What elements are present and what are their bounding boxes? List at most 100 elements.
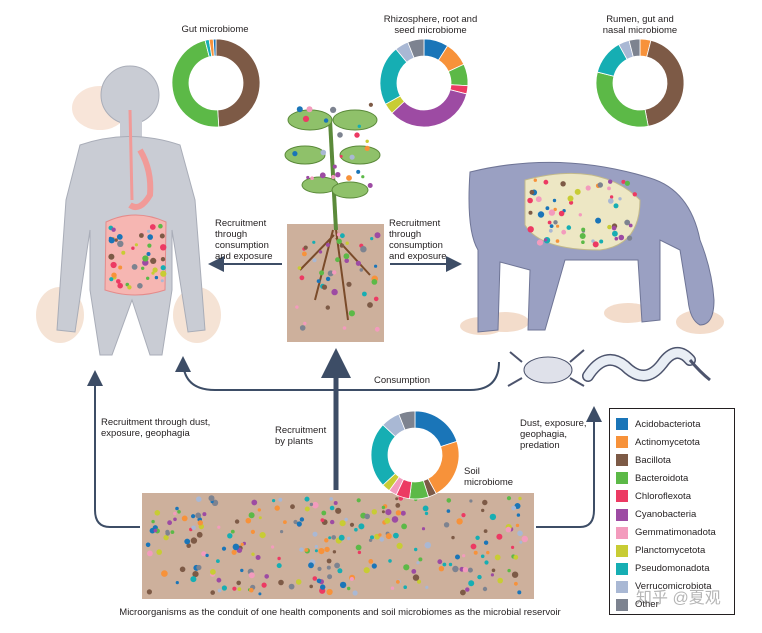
microbe-dot	[336, 232, 341, 237]
microbe-dot	[181, 515, 188, 522]
microbe-dot	[343, 253, 350, 260]
arrow-soil-to-human	[87, 370, 140, 528]
microbe-dot	[489, 513, 497, 521]
microbe-dot	[308, 562, 314, 569]
donut-slice	[414, 410, 458, 448]
microbe-dot	[167, 520, 173, 526]
microbe-dot	[355, 260, 361, 266]
microbe-dot	[536, 239, 544, 246]
microbe-dot	[258, 592, 262, 596]
microbe-dot	[170, 530, 175, 534]
microbe-dot	[370, 237, 374, 241]
microbe-dot	[352, 590, 358, 596]
microbe-dot	[146, 252, 151, 256]
microbe-dot	[210, 569, 216, 575]
microbe-dot	[349, 154, 355, 160]
microbe-dot	[362, 291, 367, 297]
microbe-dot	[548, 228, 553, 233]
microbe-dot	[231, 549, 237, 555]
microbe-dot	[416, 561, 420, 565]
microbe-dot	[335, 257, 340, 263]
microbe-dot	[184, 538, 191, 545]
microbe-dot	[278, 579, 284, 586]
microbe-dot	[150, 257, 157, 264]
microbe-dot	[599, 239, 604, 244]
microbe-dot	[364, 145, 370, 151]
microbe-dot	[134, 243, 138, 247]
microbe-dot	[179, 566, 186, 573]
microbe-dot	[521, 535, 528, 543]
legend-label: Bacteroidota	[635, 472, 689, 484]
microbe-dot	[192, 571, 199, 578]
microbe-dot	[221, 546, 227, 551]
microbe-dot	[549, 224, 554, 229]
microbe-dot	[320, 518, 325, 522]
microbe-dot	[177, 510, 181, 514]
donut-slice	[215, 38, 261, 128]
microbe-dot	[255, 555, 261, 560]
microbe-dot	[116, 279, 121, 284]
legend-item: Other	[616, 596, 734, 614]
microbe-dot	[335, 172, 341, 178]
microbe-dot	[346, 175, 352, 181]
microbe-dot	[533, 178, 537, 182]
microbe-dot	[379, 537, 385, 542]
microbe-dot	[452, 565, 459, 573]
microbe-dot	[367, 302, 373, 308]
microbe-dot	[175, 506, 179, 511]
microbe-dot	[344, 258, 350, 264]
microbe-dot	[309, 584, 314, 589]
microbe-dot	[131, 264, 138, 270]
microbe-dot	[552, 198, 557, 203]
microbe-dot	[288, 583, 295, 590]
human-figure	[36, 65, 221, 356]
microbe-dot	[342, 326, 347, 330]
microbe-dot	[338, 534, 345, 541]
microbe-dot	[201, 551, 207, 557]
microbe-dot	[245, 517, 252, 524]
donut-slice	[391, 89, 468, 128]
dust-animal-label: Dust, exposure, geophagia, predation	[520, 418, 587, 451]
microbe-dot	[321, 284, 328, 290]
legend-item: Actinomycetota	[616, 433, 734, 451]
microbe-dot	[477, 574, 482, 580]
legend-label: Gemmatimonadota	[635, 527, 716, 539]
microbe-dot	[175, 581, 179, 585]
microbe-dot	[368, 538, 373, 542]
microbe-dot	[555, 239, 560, 243]
microbe-dot	[302, 251, 307, 257]
legend-swatch	[616, 418, 628, 431]
microbe-dot	[511, 571, 519, 578]
microbe-dot	[497, 577, 504, 584]
legend-swatch	[616, 580, 628, 593]
gut-donut	[171, 38, 261, 128]
microbe-dot	[456, 518, 463, 525]
microbe-dot	[360, 246, 367, 253]
microbe-dot	[340, 233, 345, 239]
microbe-dot	[186, 543, 191, 548]
microbe-dot	[320, 584, 326, 590]
microbe-dot	[560, 181, 566, 187]
microbe-dot	[543, 179, 549, 185]
microbe-dot	[248, 572, 255, 579]
microbe-dot	[240, 568, 244, 573]
microbe-dot	[111, 227, 116, 232]
microbe-dot	[624, 219, 631, 226]
microbe-dot	[280, 530, 284, 534]
microbe-dot	[334, 562, 340, 569]
microbe-dot	[400, 510, 406, 516]
microbe-dot	[496, 533, 503, 540]
microbe-dot	[455, 554, 460, 560]
donut-slice	[644, 39, 685, 127]
microbe-dot	[221, 585, 227, 591]
microbe-dot	[514, 581, 518, 586]
microbe-dot	[569, 200, 574, 205]
microbe-dot	[217, 525, 221, 529]
microbe-dot	[473, 550, 478, 555]
watermark: 知乎 @夏观	[636, 590, 721, 607]
microbe-dot	[117, 240, 124, 247]
microbe-dot	[332, 164, 337, 169]
rumen-microbiome-title: Rumen, gut and nasal microbiome	[602, 14, 678, 36]
microbe-dot	[561, 229, 567, 235]
